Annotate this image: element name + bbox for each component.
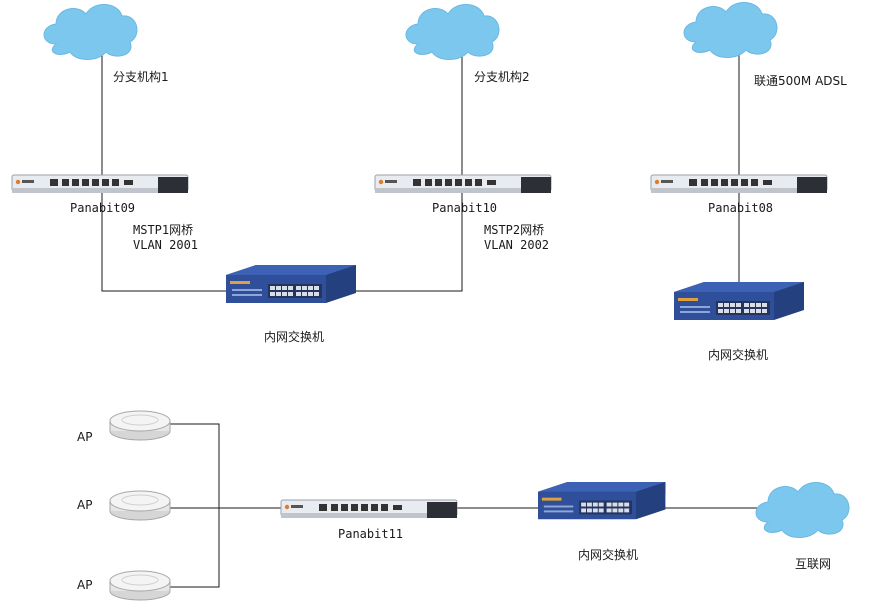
cloud-icon-branch2	[405, 3, 500, 60]
network-switch-icon-c	[674, 282, 804, 320]
link-pb10-switch-a	[356, 192, 463, 292]
panabit-device-icon-pb10	[374, 174, 552, 194]
label-panabit11: Panabit11	[338, 527, 403, 541]
access-point-icon-3	[109, 570, 171, 601]
connection-lines	[101, 48, 760, 588]
label-ap1: AP	[77, 430, 92, 444]
label-panabit08: Panabit08	[708, 201, 773, 215]
cloud-icon-internet	[755, 481, 850, 538]
label-mstp1-line2: VLAN 2001	[133, 238, 198, 252]
link-pb09-switch-a	[101, 192, 230, 292]
label-mstp2-line2: VLAN 2002	[484, 238, 549, 252]
network-switch-icon-a	[226, 265, 356, 303]
link-ap1	[170, 423, 220, 508]
label-mstp1-line1: MSTP1网桥	[133, 223, 193, 237]
cloud-icon-branch1	[43, 3, 138, 60]
panabit-device-icon-pb11	[280, 499, 458, 519]
access-point-icon-1	[109, 410, 171, 441]
access-point-icon-2	[109, 490, 171, 521]
label-branch1: 分支机构1	[113, 69, 169, 84]
label-panabit10: Panabit10	[432, 201, 497, 215]
label-switch-a: 内网交换机	[264, 329, 324, 344]
label-switch-b: 内网交换机	[578, 547, 638, 562]
label-ap3: AP	[77, 578, 92, 592]
label-unicom: 联通500M ADSL	[754, 74, 847, 88]
panabit-device-icon-pb09	[11, 174, 189, 194]
label-branch2: 分支机构2	[474, 69, 530, 84]
network-switch-icon-b	[538, 482, 666, 520]
cloud-icon-unicom	[683, 1, 778, 58]
label-mstp2-line1: MSTP2网桥	[484, 223, 544, 237]
link-ap3	[170, 508, 220, 588]
label-ap2: AP	[77, 498, 92, 512]
label-switch-c: 内网交换机	[708, 347, 768, 362]
label-internet: 互联网	[795, 557, 831, 571]
panabit-device-icon-pb08	[650, 174, 828, 194]
label-panabit09: Panabit09	[70, 201, 135, 215]
